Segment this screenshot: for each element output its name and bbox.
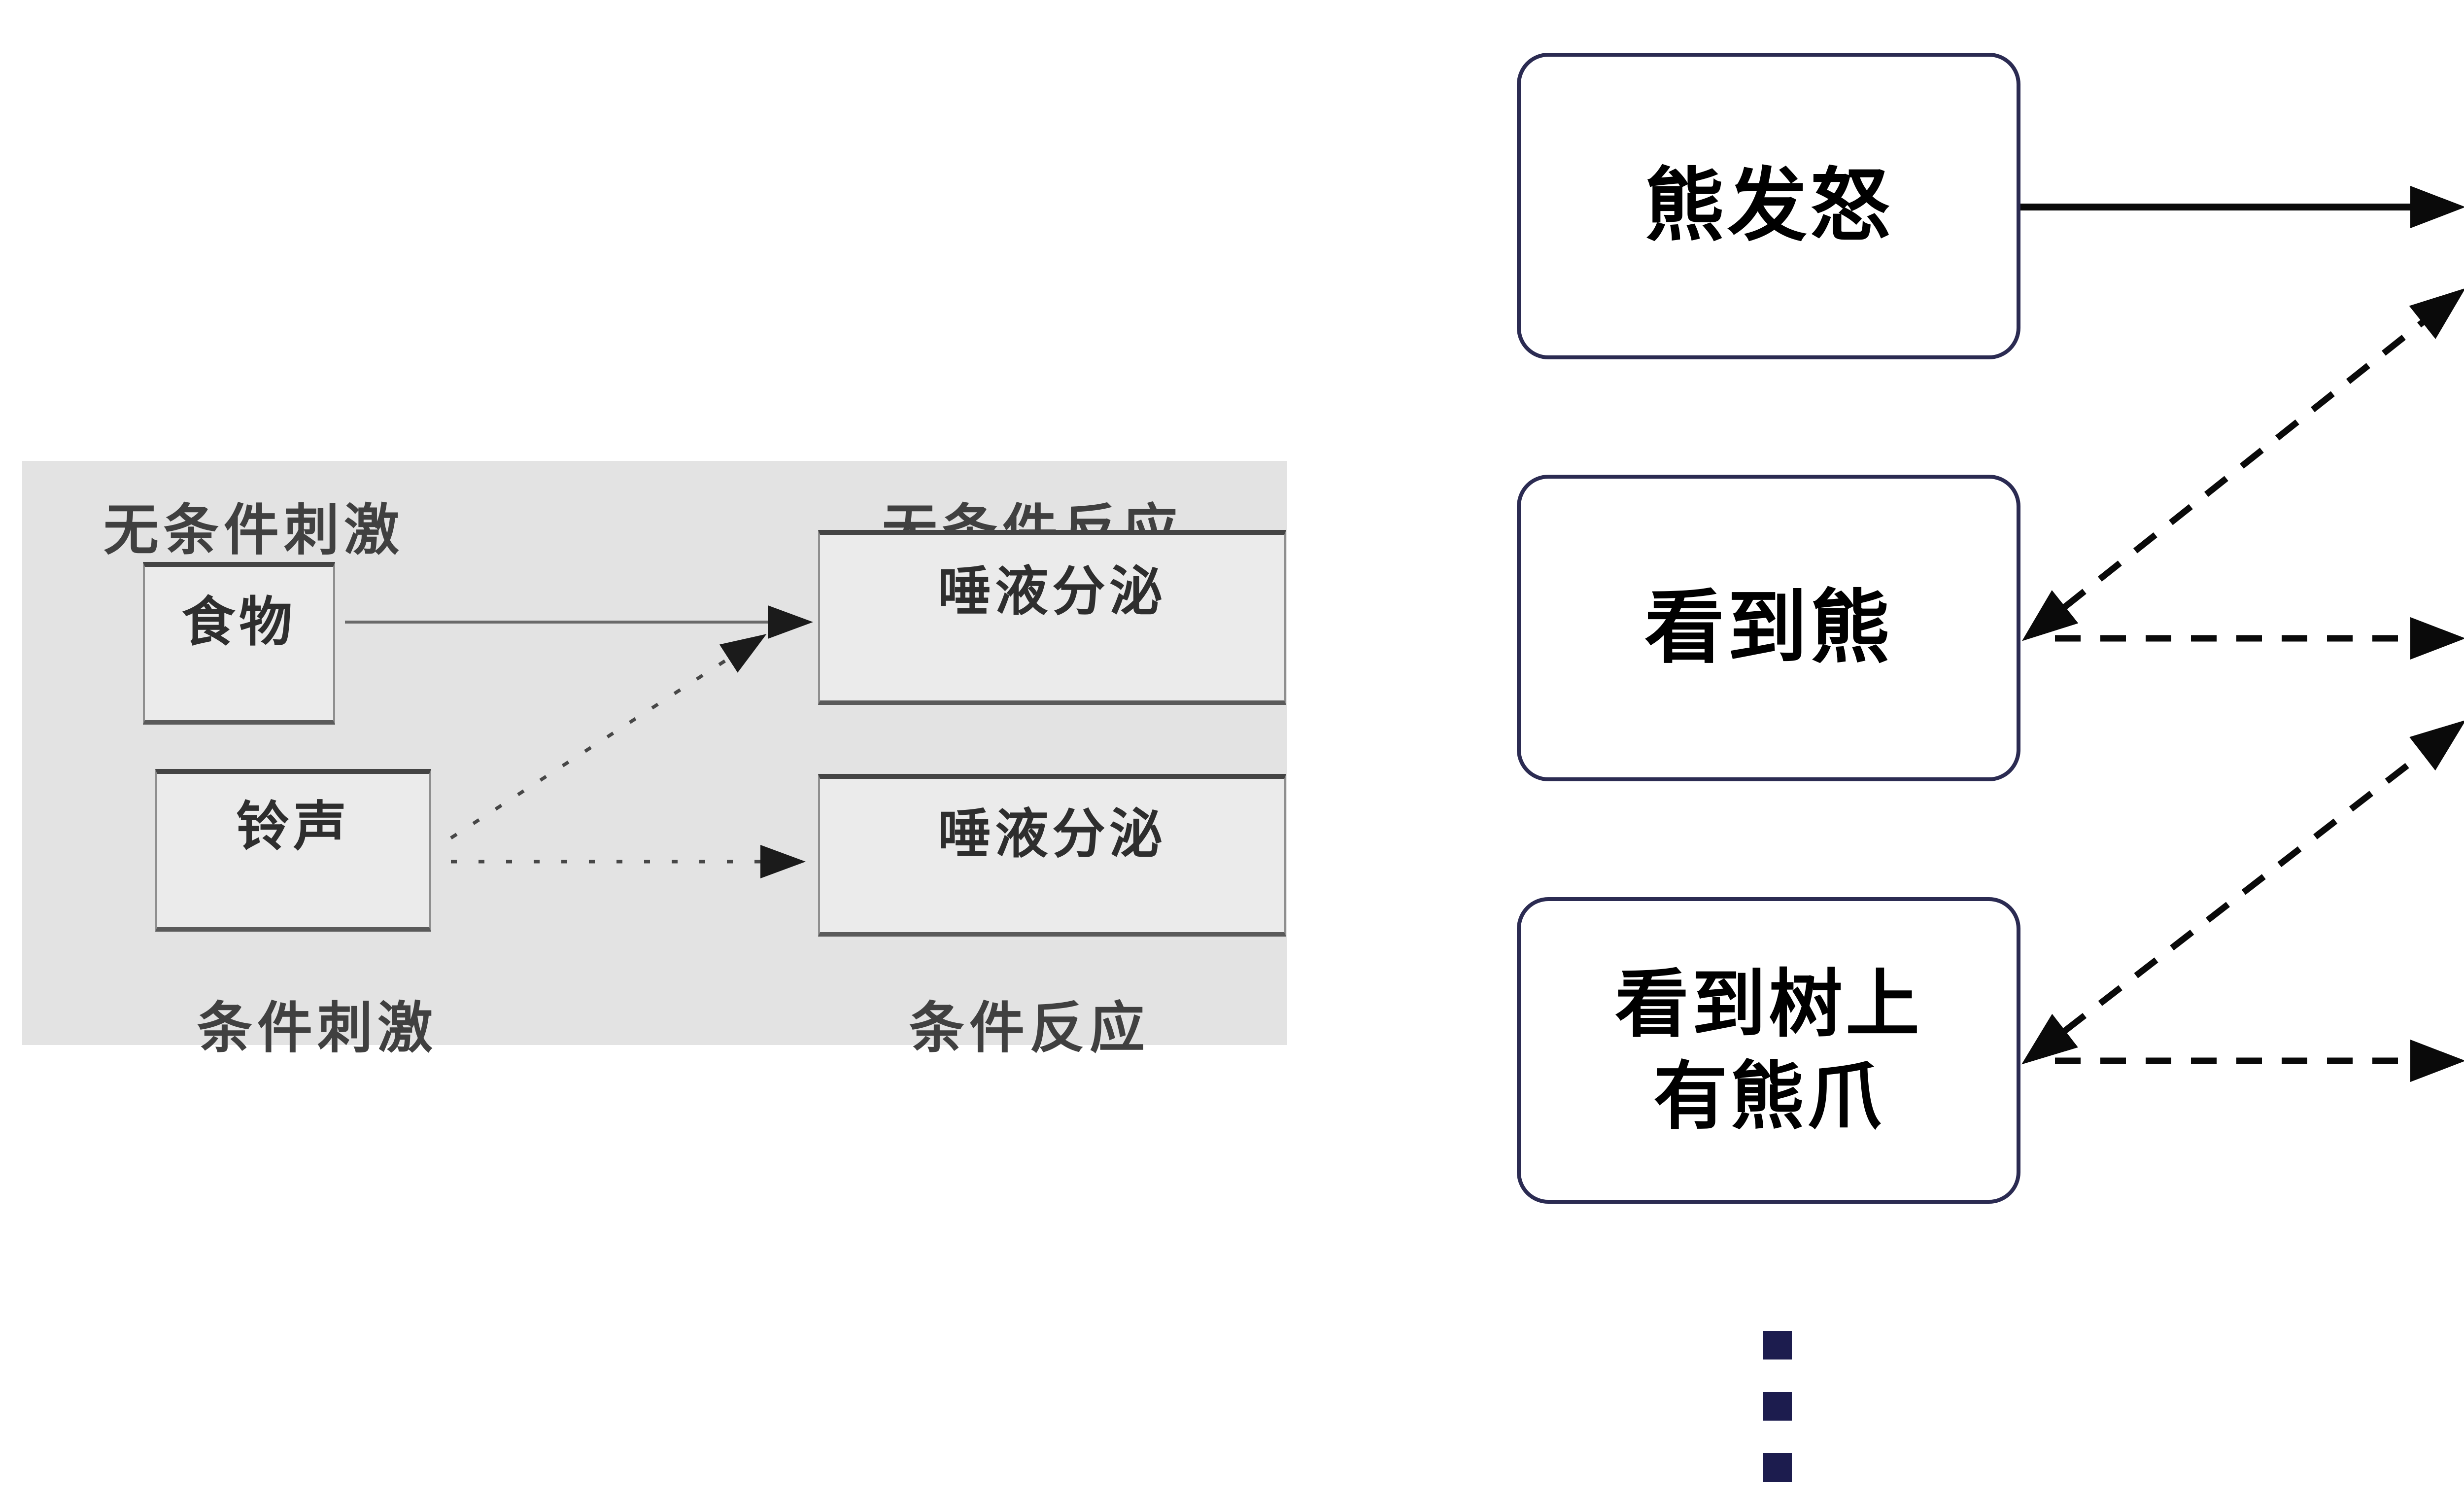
- classical-conditioning-panel: 无条件刺激 无条件反应 条件刺激 条件反应 食物 唾液分泌 铃声 唾液分泌: [22, 461, 1287, 1059]
- ellipsis-dot: [1763, 1392, 1792, 1421]
- see-claw-label-line2: 有熊爪: [1653, 1055, 1884, 1138]
- ellipsis-dot: [1763, 1453, 1792, 1482]
- food-box: 食物: [143, 562, 335, 725]
- conditioned-stimulus-label: 条件刺激: [197, 997, 438, 1059]
- unconditioned-stimulus-label: 无条件刺激: [103, 499, 404, 561]
- bell-to-unconditioned-saliva-dotted-arrow: [450, 634, 767, 839]
- see-claw-box: 看到树上 有熊爪: [1517, 897, 2020, 1204]
- ellipsis-dot: [1763, 1331, 1792, 1360]
- bell-box: 铃声: [155, 769, 431, 932]
- see-claw-label-line1: 看到树上: [1614, 962, 1922, 1046]
- bear-angry-box: 熊发怒: [1517, 53, 2020, 359]
- see-bear-reward-dashed-arrow: [2021, 288, 2464, 641]
- unconditioned-saliva-box: 唾液分泌: [818, 530, 1286, 705]
- conditioned-saliva-box: 唾液分泌: [818, 774, 1286, 937]
- conditioned-response-label: 条件反应: [909, 997, 1150, 1059]
- bear-angry-label: 熊发怒: [1644, 161, 1893, 250]
- see-bear-box: 看到熊: [1517, 475, 2020, 781]
- see-bear-label: 看到熊: [1644, 583, 1893, 672]
- see-claw-value-next-dashed-arrow: [2021, 720, 2464, 1065]
